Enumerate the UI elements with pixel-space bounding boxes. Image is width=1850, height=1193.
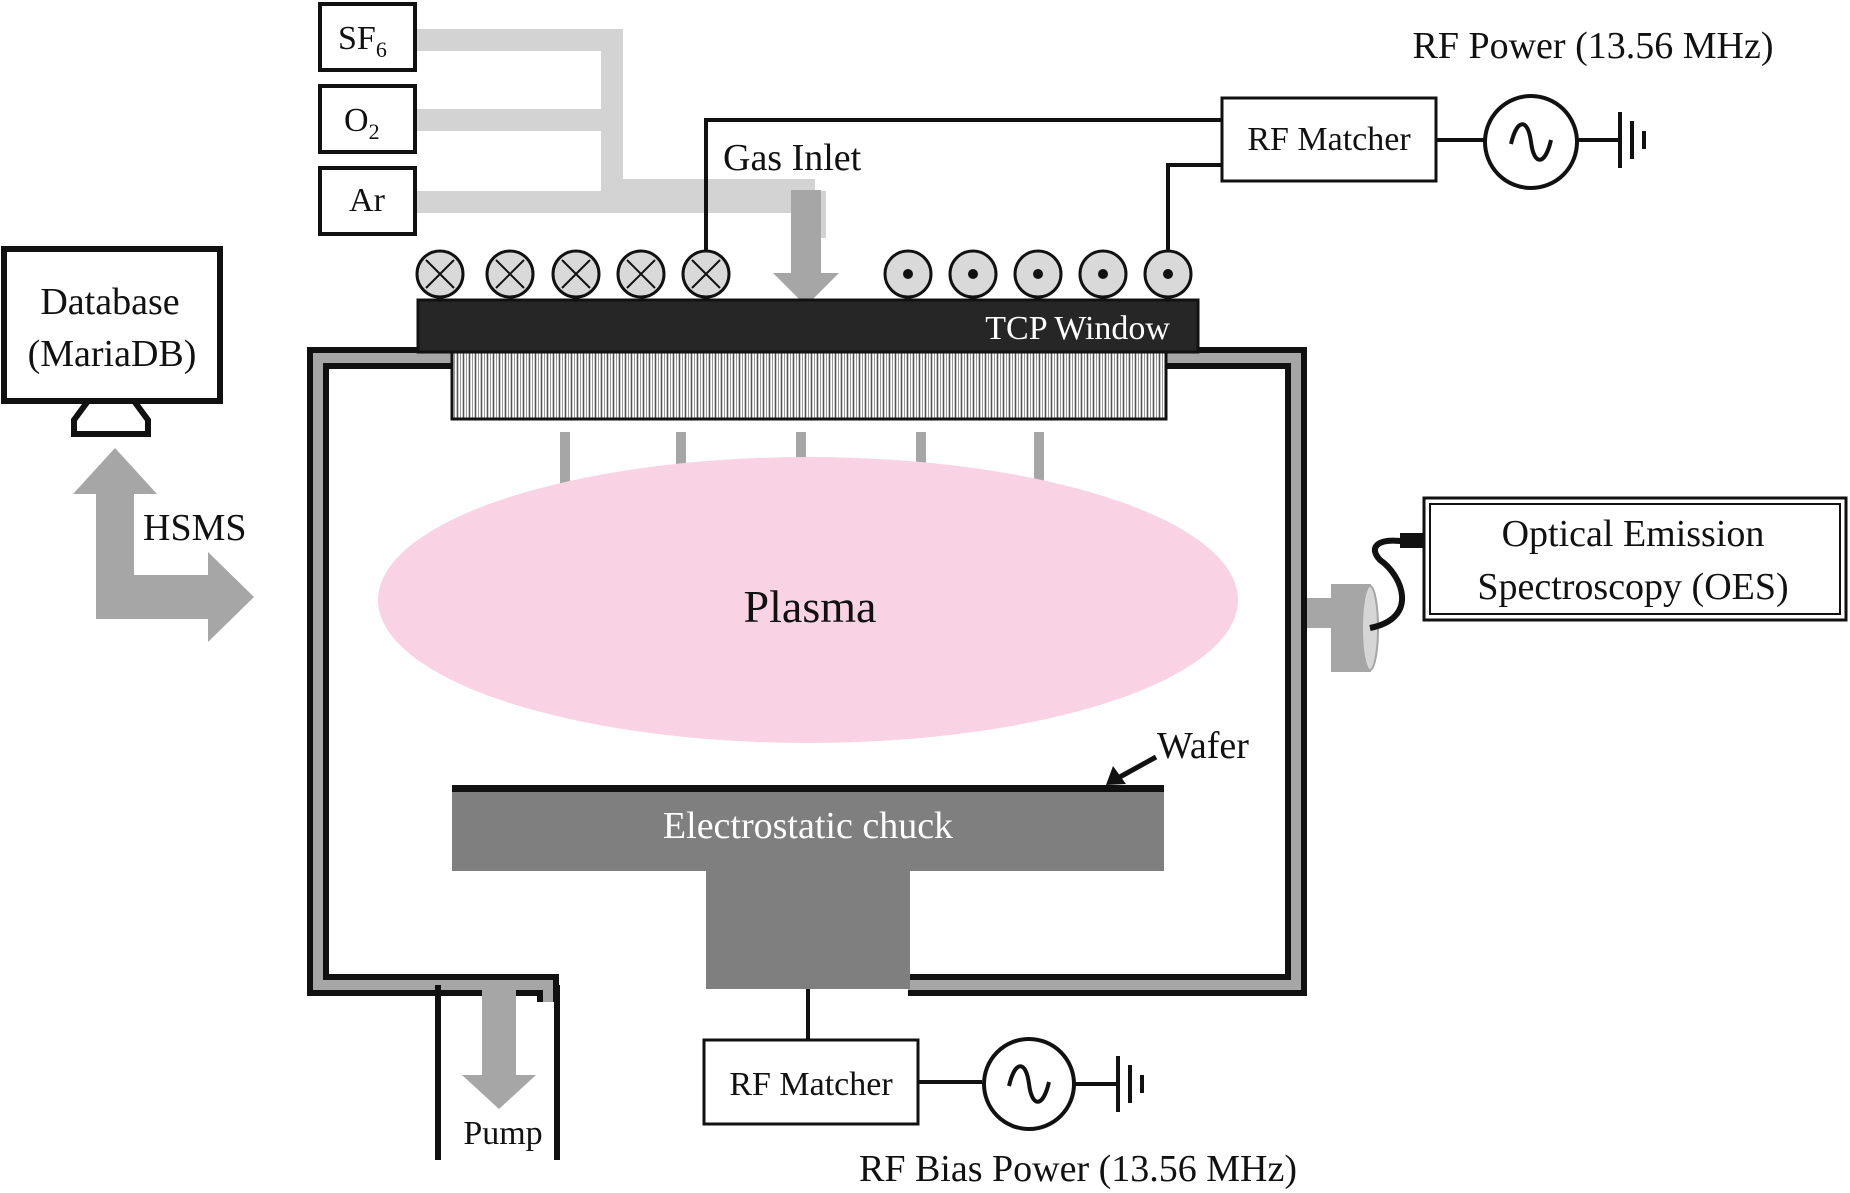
hsms-label: HSMS: [143, 507, 247, 549]
ground-bottom-icon: [1116, 1056, 1144, 1112]
rf-bias-wiring: [806, 989, 1116, 1086]
database-label-line1: Database: [40, 281, 179, 323]
rf-matcher-bottom: RF Matcher: [702, 1038, 920, 1126]
gas-sf6-label: SF6: [338, 20, 387, 62]
wafer-label: Wafer: [1157, 725, 1249, 767]
ac-source-top-icon: [1483, 94, 1579, 190]
coil-into-page: [415, 249, 731, 299]
wafer-pointer: [1116, 754, 1158, 781]
gas-inlet-label: Gas Inlet: [723, 137, 862, 179]
chamber-wall: [307, 347, 1307, 1160]
showerhead: [450, 350, 1168, 421]
tcp-window-label: TCP Window: [985, 310, 1170, 347]
wafer-pointer-head: [1106, 766, 1126, 785]
plasma: [378, 457, 1238, 743]
gas-sf6: SF6: [318, 2, 417, 72]
rf-matcher-top-label: RF Matcher: [1247, 121, 1411, 158]
rf-power-label: RF Power (13.56 MHz): [1413, 25, 1774, 67]
fiber-optic-cable: [1369, 537, 1406, 631]
gas-ar-label: Ar: [349, 182, 386, 219]
pump-label: Pump: [463, 1115, 542, 1152]
pump-arrow: [462, 990, 536, 1109]
fiber-connector: [1400, 533, 1424, 548]
gas-o2-label: O2: [344, 102, 380, 144]
rf-matcher-bottom-label: RF Matcher: [729, 1066, 893, 1103]
database-monitor-icon: Database (MariaDB): [1, 246, 223, 437]
plasma-label: Plasma: [744, 581, 877, 632]
gas-ar: Ar: [318, 166, 417, 236]
electrostatic-chuck: [452, 792, 1164, 871]
rf-bias-power-label: RF Bias Power (13.56 MHz): [859, 1148, 1297, 1190]
chuck-label: Electrostatic chuck: [663, 805, 953, 847]
oes-label-line1: Optical Emission: [1502, 513, 1765, 555]
oes-label-line2: Spectroscopy (OES): [1477, 566, 1788, 608]
database-label-line2: (MariaDB): [28, 333, 197, 375]
gas-inlet-arrow: [773, 190, 839, 306]
gas-o2: O2: [318, 84, 417, 154]
oes-box: Optical Emission Spectroscopy (OES): [1422, 496, 1848, 622]
oes-port: [1307, 584, 1379, 672]
wafer: [452, 785, 1164, 792]
chuck-stem: [706, 871, 910, 989]
rf-top-wiring: [704, 118, 1618, 251]
ground-top-icon: [1618, 112, 1646, 168]
hsms-arrow: [73, 448, 254, 642]
rf-matcher-top: RF Matcher: [1220, 96, 1438, 183]
tcp-window: [416, 298, 1200, 354]
coil-out-of-page: [883, 249, 1193, 299]
ac-source-bottom-icon: [982, 1037, 1076, 1131]
